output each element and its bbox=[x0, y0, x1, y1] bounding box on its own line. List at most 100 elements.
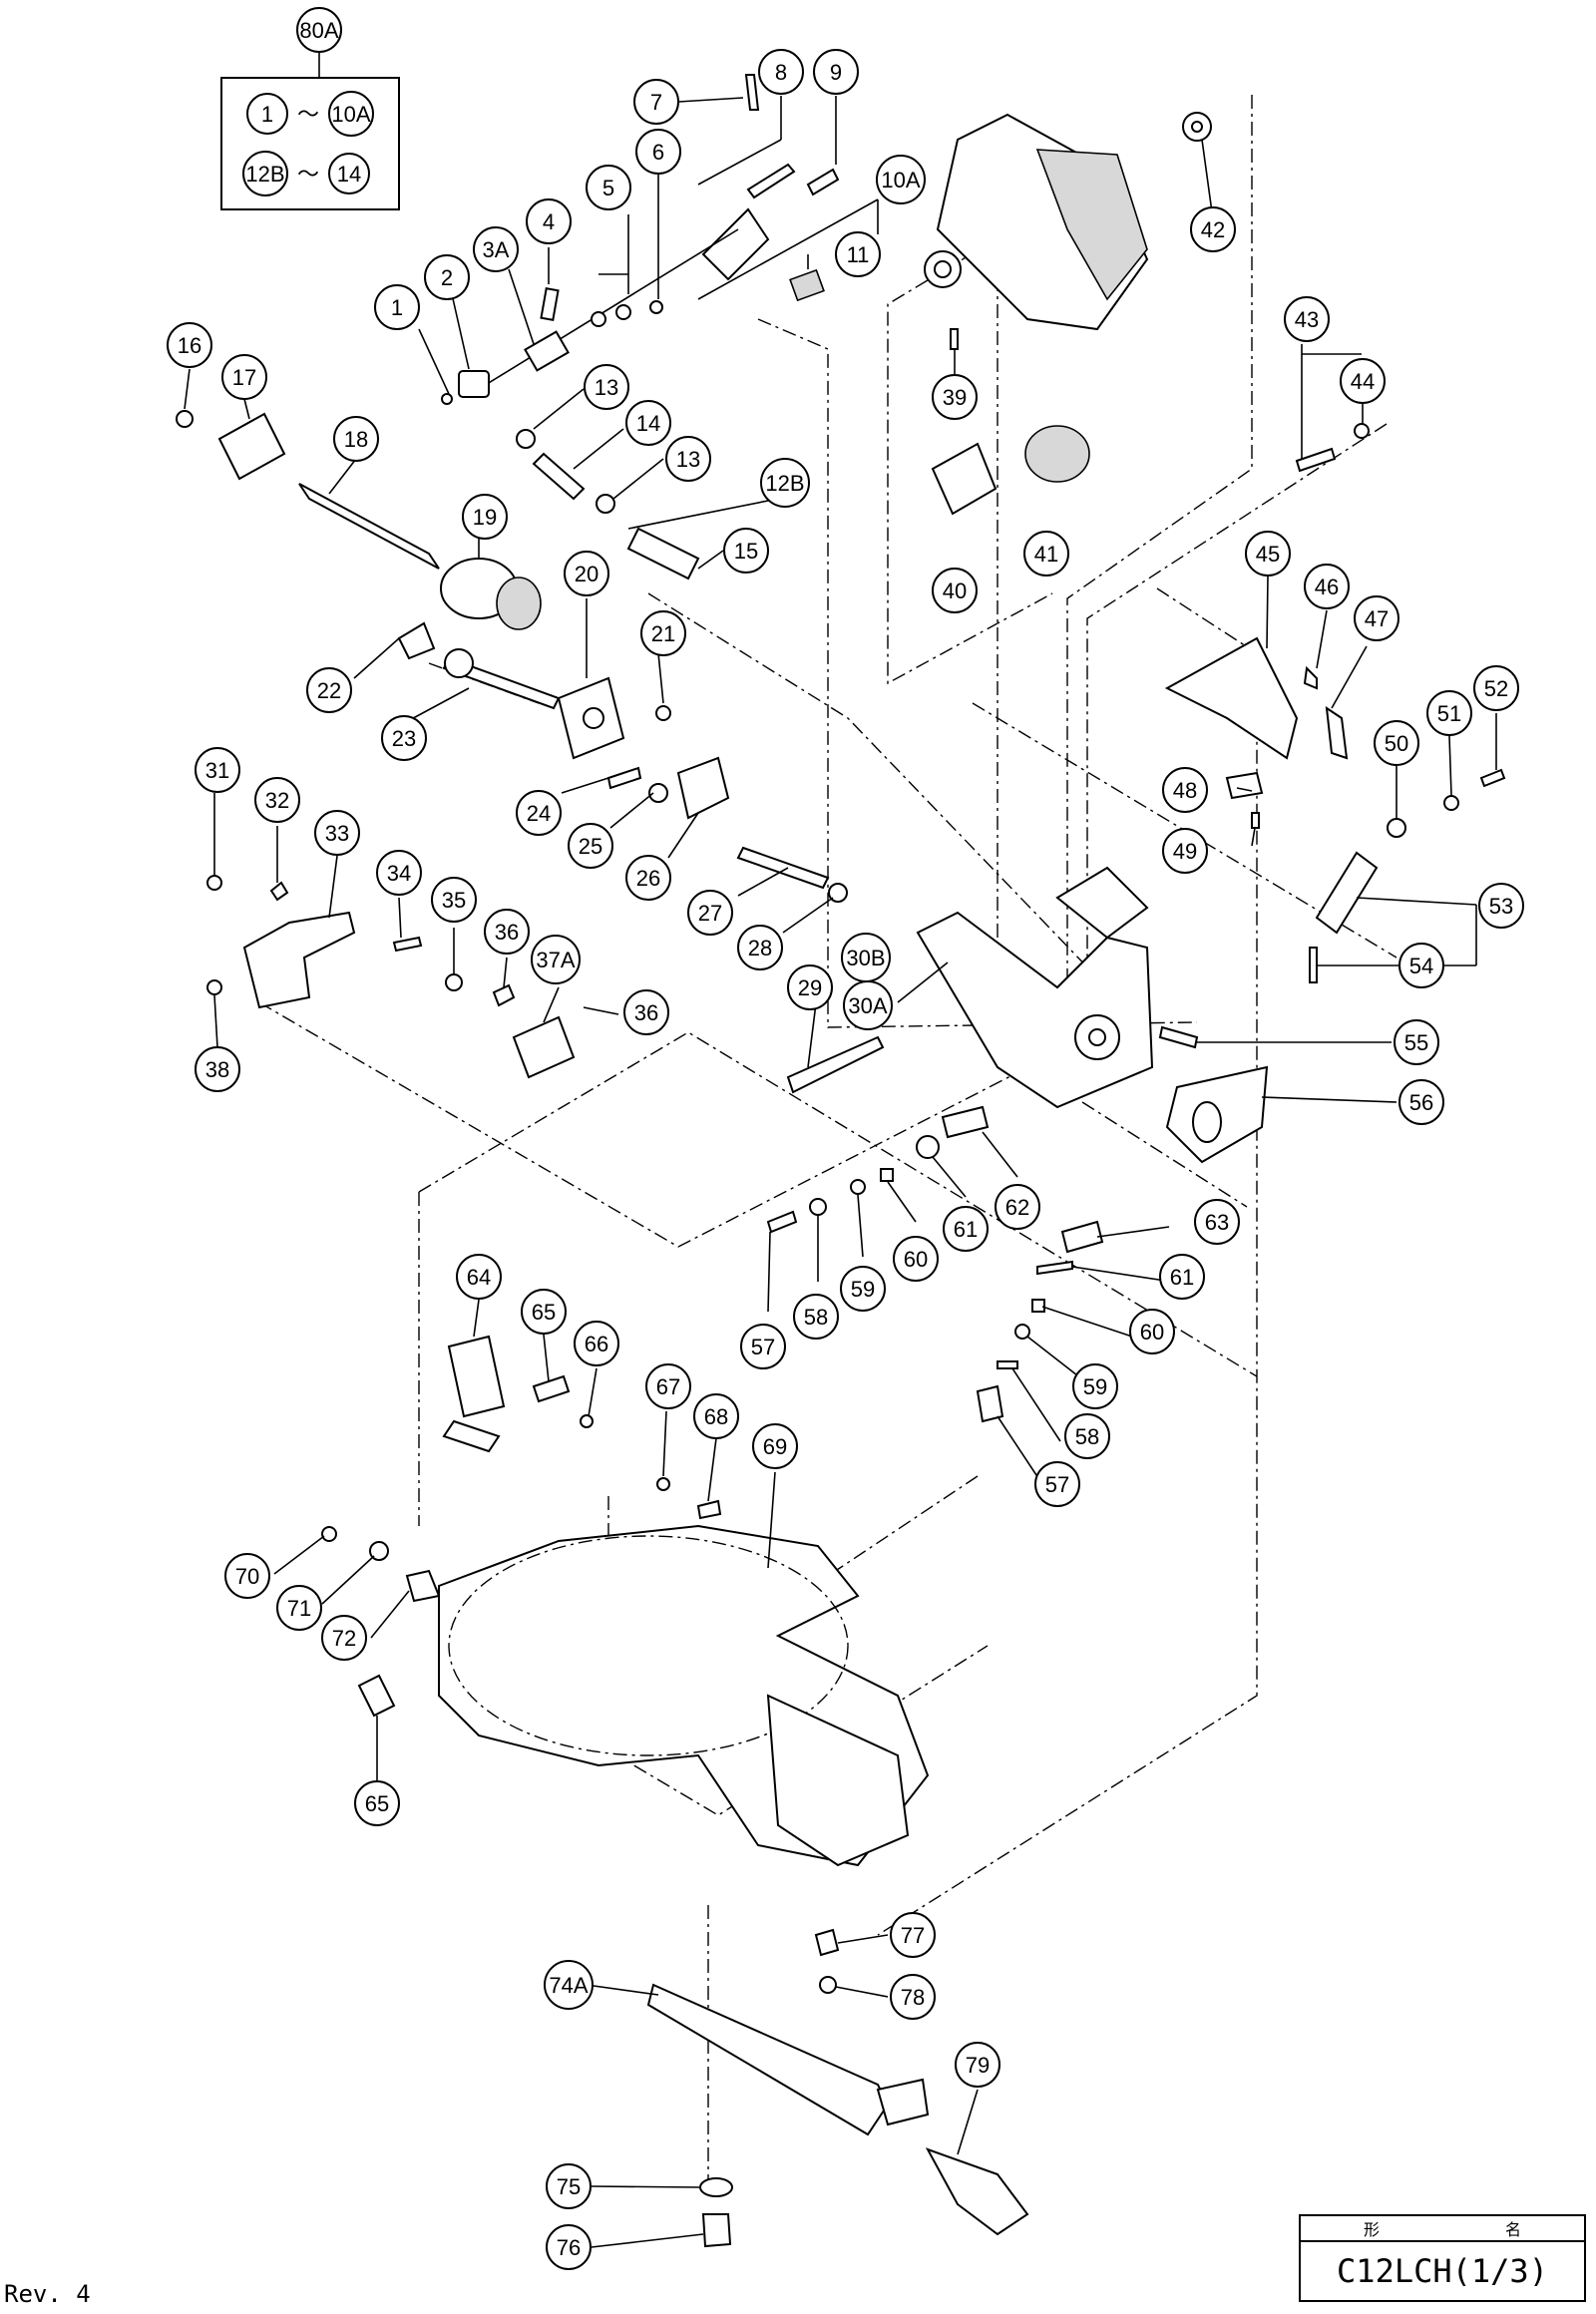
callout-circle bbox=[740, 1324, 786, 1369]
callout-50: 50 bbox=[1374, 720, 1419, 766]
callout-circle bbox=[876, 155, 926, 204]
callout-36: 36 bbox=[623, 989, 669, 1035]
callout-19: 19 bbox=[462, 494, 508, 540]
callout-62: 62 bbox=[995, 1184, 1040, 1230]
callout-circle bbox=[1064, 1413, 1110, 1459]
callout-59: 59 bbox=[840, 1266, 886, 1312]
callout-circle bbox=[276, 1585, 322, 1631]
callout-number: 5 bbox=[602, 176, 614, 200]
callout-18: 18 bbox=[333, 416, 379, 462]
callout-34: 34 bbox=[376, 850, 422, 896]
callout-circle bbox=[1374, 720, 1419, 766]
callout-circle bbox=[544, 1960, 594, 2010]
callout-60: 60 bbox=[893, 1236, 939, 1282]
callout-number: 35 bbox=[442, 888, 466, 913]
callout-circle bbox=[424, 254, 470, 300]
callout-circle bbox=[431, 877, 477, 923]
callout-circle bbox=[893, 1236, 939, 1282]
callout-number: 36 bbox=[634, 1000, 658, 1025]
callout-number: 68 bbox=[704, 1404, 728, 1429]
title-block-header-left: 形 bbox=[1363, 2220, 1380, 2239]
kit-range1-to: 10A bbox=[331, 102, 370, 127]
callout-circle bbox=[221, 354, 267, 400]
callout-2: 2 bbox=[424, 254, 470, 300]
callout-number: 65 bbox=[532, 1300, 556, 1325]
callout-36: 36 bbox=[484, 909, 530, 955]
callout-38: 38 bbox=[195, 1046, 240, 1092]
callout-circle bbox=[381, 715, 427, 761]
callout-circle bbox=[521, 1289, 567, 1335]
callout-32: 32 bbox=[254, 777, 300, 823]
callout-66: 66 bbox=[574, 1321, 619, 1366]
callout-circle bbox=[645, 1363, 691, 1409]
callout-number: 59 bbox=[851, 1277, 875, 1302]
callout-number: 69 bbox=[763, 1434, 787, 1459]
callout-number: 20 bbox=[575, 562, 598, 586]
callout-circle bbox=[321, 1615, 367, 1661]
callout-43: 43 bbox=[1284, 296, 1330, 342]
callout-circle bbox=[758, 49, 804, 95]
callout-circle bbox=[932, 568, 978, 613]
callout-39: 39 bbox=[932, 374, 978, 420]
title-block: 形 名 C12LCH(1/3) bbox=[1299, 2214, 1586, 2302]
callout-circle bbox=[1304, 564, 1350, 609]
callout-number: 70 bbox=[235, 1564, 259, 1589]
callout-7: 7 bbox=[633, 79, 679, 125]
callout-number: 6 bbox=[652, 140, 664, 165]
callout-number: 21 bbox=[651, 621, 675, 646]
callout-number: 22 bbox=[317, 678, 341, 703]
callout-27: 27 bbox=[687, 890, 733, 936]
callout-68: 68 bbox=[693, 1393, 739, 1439]
callout-number: 37A bbox=[536, 948, 575, 972]
callout-circle bbox=[843, 980, 893, 1030]
callout-51: 51 bbox=[1426, 690, 1472, 736]
callout-circle bbox=[1394, 1019, 1439, 1065]
callout-number: 24 bbox=[527, 801, 551, 826]
callout-number: 75 bbox=[557, 2174, 581, 2199]
kit-range2-to: 14 bbox=[337, 162, 361, 187]
callout-circle bbox=[462, 494, 508, 540]
callout-number: 30A bbox=[848, 993, 887, 1018]
callout-circle bbox=[314, 810, 360, 856]
callout-number: 74A bbox=[549, 1973, 588, 1998]
callout-47: 47 bbox=[1354, 595, 1399, 641]
revision-label: Rev. 4 bbox=[4, 2280, 91, 2308]
callout-circle bbox=[955, 2042, 1000, 2088]
callout-63: 63 bbox=[1194, 1199, 1240, 1245]
callout-59: 59 bbox=[1072, 1363, 1118, 1409]
callout-circle bbox=[1194, 1199, 1240, 1245]
callout-number: 65 bbox=[365, 1791, 389, 1816]
callout-circle bbox=[1162, 767, 1208, 813]
callout-20: 20 bbox=[564, 551, 609, 596]
callout-75: 75 bbox=[546, 2163, 592, 2209]
callout-circle bbox=[1245, 531, 1291, 577]
callout-circle bbox=[635, 129, 681, 175]
callout-number: 27 bbox=[698, 901, 722, 926]
callout-number: 72 bbox=[332, 1626, 356, 1651]
callout-number: 56 bbox=[1409, 1090, 1433, 1115]
callout-number: 49 bbox=[1173, 839, 1197, 864]
callout-number: 39 bbox=[943, 385, 967, 410]
callout-number: 33 bbox=[325, 821, 349, 846]
callout-78: 78 bbox=[890, 1974, 936, 2020]
callout-15: 15 bbox=[723, 528, 769, 574]
callout-46: 46 bbox=[1304, 564, 1350, 609]
callout-number: 4 bbox=[543, 209, 555, 234]
callout-number: 79 bbox=[966, 2053, 990, 2078]
callout-number: 51 bbox=[1437, 701, 1461, 726]
callout-number: 54 bbox=[1409, 954, 1433, 978]
callout-29: 29 bbox=[787, 964, 833, 1010]
callout-65: 65 bbox=[354, 1780, 400, 1826]
callout-number: 58 bbox=[1075, 1424, 1099, 1449]
callout-61: 61 bbox=[1159, 1254, 1205, 1300]
callout-26: 26 bbox=[625, 855, 671, 901]
kit-range2-from: 12B bbox=[245, 162, 284, 187]
callout-54: 54 bbox=[1398, 943, 1444, 988]
callout-circle bbox=[1023, 531, 1069, 577]
callout-number: 13 bbox=[676, 447, 700, 472]
callout-55: 55 bbox=[1394, 1019, 1439, 1065]
kit-range1-sep: 〜 bbox=[297, 102, 319, 127]
callout-number: 10A bbox=[881, 168, 920, 193]
callout-number: 52 bbox=[1484, 676, 1508, 701]
callout-number: 15 bbox=[734, 539, 758, 564]
